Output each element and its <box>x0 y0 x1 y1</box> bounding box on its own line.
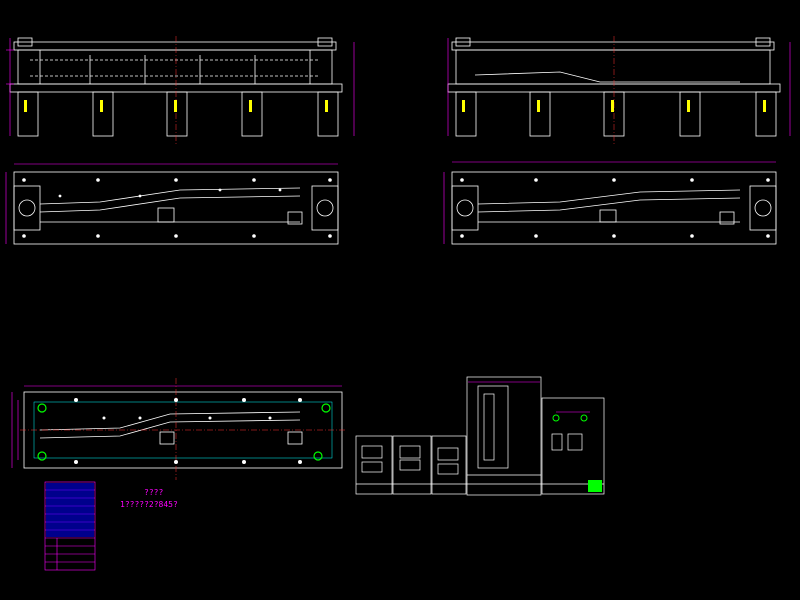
front-left-dimensions <box>6 38 355 136</box>
plan-view-right <box>451 171 777 245</box>
plan-right-holes <box>460 178 770 238</box>
front-elevation-left <box>9 37 343 137</box>
detail-sheets <box>355 376 605 496</box>
front-right-bolts <box>462 100 766 112</box>
front-left-bolts <box>24 100 328 112</box>
plan-right-dimensions <box>443 161 776 244</box>
plan-left-dimensions <box>5 163 338 244</box>
bottom-plan-dimensions <box>11 385 342 468</box>
plan-view-left <box>13 171 339 245</box>
front-right-dimensions <box>447 38 791 136</box>
bottom-plan-green-holes <box>37 403 331 461</box>
drawing-note-1: ???? <box>144 488 164 497</box>
bottom-plan-holes <box>74 398 302 464</box>
detail-green-parts <box>552 414 588 422</box>
detail-dimensions <box>468 381 590 413</box>
drawing-note-2: 1?????2?845? <box>120 500 178 509</box>
detail-title-blocks <box>588 480 602 492</box>
plan-left-holes <box>22 178 332 238</box>
materials-table-fill <box>46 483 94 537</box>
